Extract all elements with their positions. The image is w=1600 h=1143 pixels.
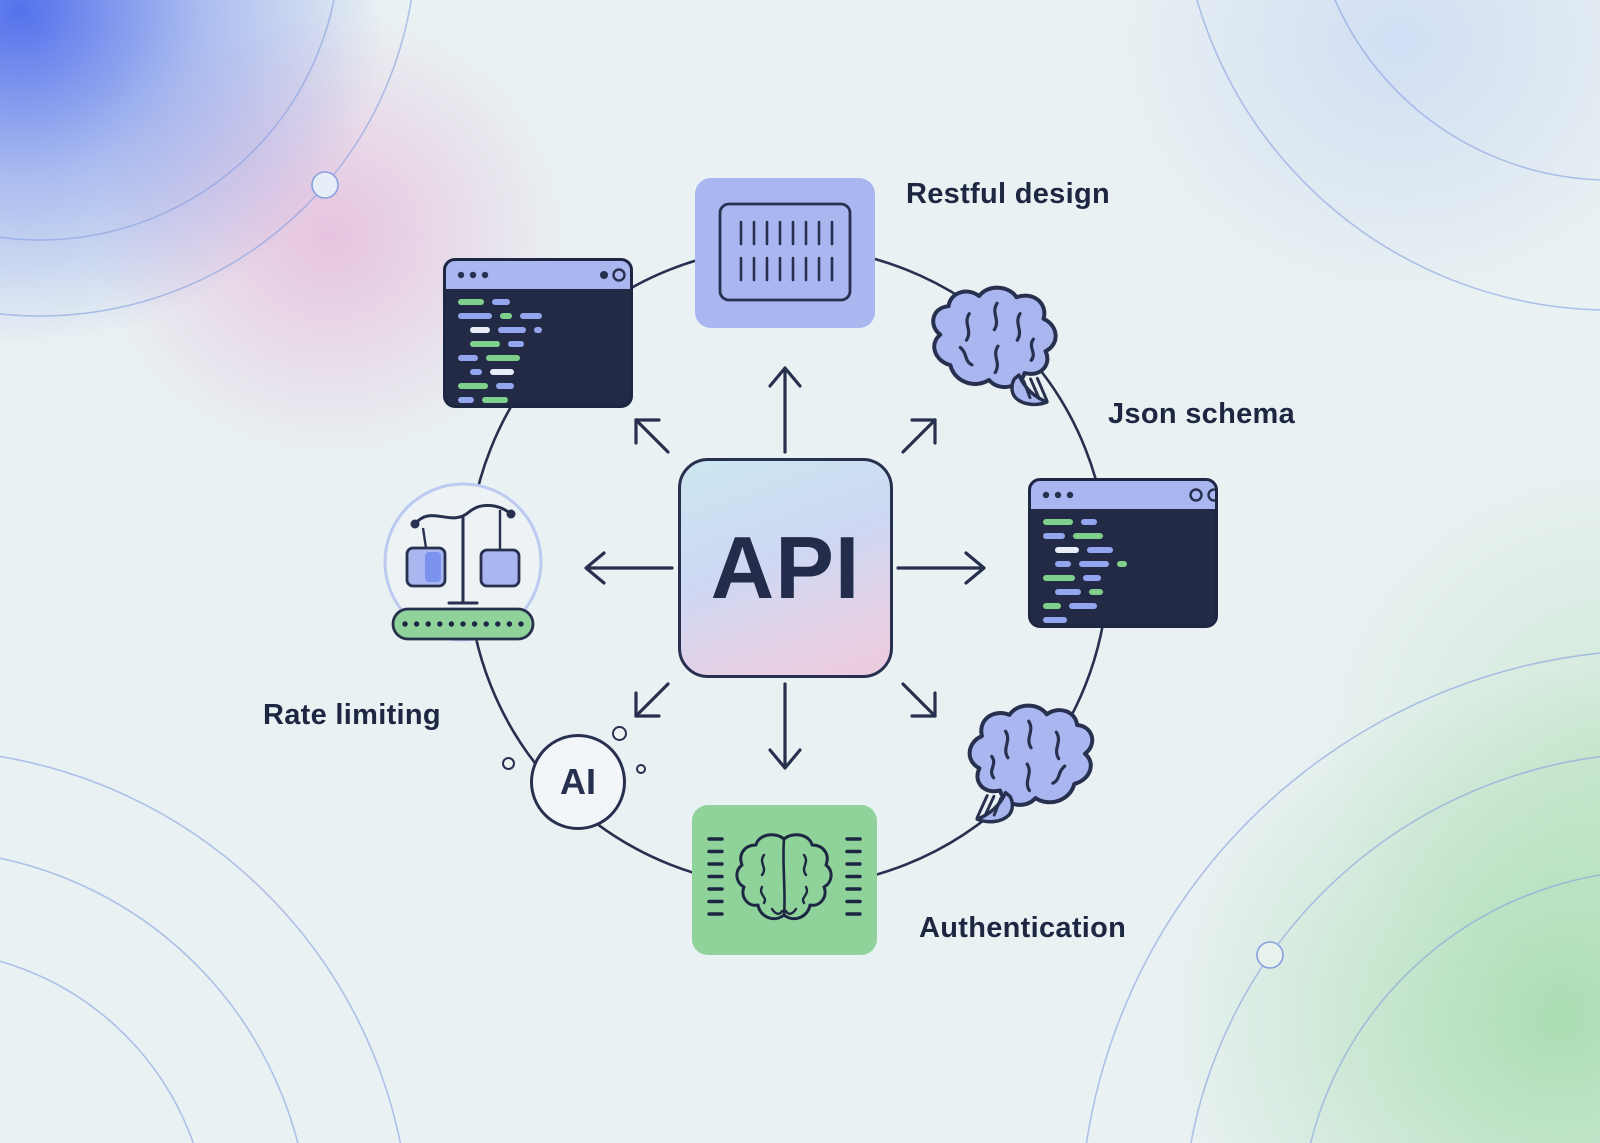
api-node: API	[678, 458, 893, 678]
editor-titlebar	[1031, 481, 1215, 509]
decor-dot	[502, 757, 515, 770]
brain-panel-graphic	[707, 833, 862, 921]
editor-titlebar	[446, 261, 630, 289]
brain-icon	[923, 279, 1063, 409]
code-lines	[1043, 519, 1127, 623]
label-json-schema: Json schema	[1108, 398, 1296, 430]
server-grid-graphic	[718, 202, 852, 302]
label-authentication: Authentication	[919, 912, 1127, 944]
server-grid-icon	[695, 178, 875, 328]
arc-node-circle	[311, 171, 339, 199]
ai-circle-icon: AI	[530, 734, 626, 830]
decor-dot	[636, 764, 646, 774]
editor-titlebar-icons	[457, 268, 626, 282]
decor-dot	[612, 726, 627, 741]
editor-titlebar-icons	[1042, 488, 1215, 502]
arc-node-circle	[1256, 941, 1284, 969]
brain-icon	[963, 698, 1101, 826]
code-lines	[458, 299, 542, 403]
brain-panel-icon	[692, 805, 877, 955]
label-rate-limiting: Rate limiting	[263, 699, 441, 731]
balance-scale-icon	[383, 482, 543, 642]
ai-label: AI	[560, 761, 596, 802]
api-label: API	[710, 518, 861, 617]
code-editor-window	[1028, 478, 1218, 628]
label-restful-design: Restful design	[906, 178, 1110, 210]
code-editor-window	[443, 258, 633, 408]
